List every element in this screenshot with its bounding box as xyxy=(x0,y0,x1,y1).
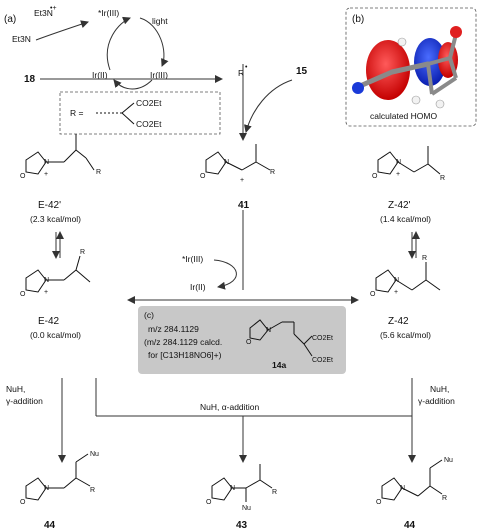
product-43: O N Nu R 43 xyxy=(206,464,277,530)
svg-text:R: R xyxy=(90,487,95,494)
iridium-iii-label: Ir(III) xyxy=(150,70,168,80)
compound-41-label: 41 xyxy=(238,200,250,211)
svg-text:O: O xyxy=(20,173,26,180)
svg-text:+: + xyxy=(44,289,48,296)
structure-z42: O N R + Z-42 (5.6 kcal/mol) xyxy=(370,255,441,340)
svg-text:R: R xyxy=(422,255,427,262)
svg-text:R: R xyxy=(442,495,447,502)
product-43-label: 43 xyxy=(236,520,248,530)
r-equals-label: R = xyxy=(70,108,84,118)
cycle-arrow-right xyxy=(139,17,169,67)
svg-text:R: R xyxy=(270,169,275,176)
structure-41: O N R + 41 xyxy=(200,144,275,211)
svg-text:O: O xyxy=(246,339,252,346)
svg-text:+: + xyxy=(394,289,398,296)
svg-text:O: O xyxy=(20,499,26,506)
r-definition-box: R = CO2Et CO2Et xyxy=(59,91,221,135)
co2et-top-label: CO2Et xyxy=(136,98,162,108)
light-label: light xyxy=(152,16,168,26)
mass-spec-box: (c) m/z 284.1129 (m/z 284.1129 calcd. fo… xyxy=(138,306,346,374)
alpha-addition-label: NuH, α-addition xyxy=(200,402,260,412)
addition-curve-arrow xyxy=(243,79,293,133)
et3n-cation-label: Et3N xyxy=(34,8,53,18)
co2et-bottom-label: CO2Et xyxy=(136,119,162,129)
product-44-right-label: 44 xyxy=(404,520,416,530)
structure-e42: O N R + E-42 (0.0 kcal/mol) xyxy=(20,249,91,340)
oxidation-curve-arrow xyxy=(213,259,237,290)
ms-co2et-top: CO2Et xyxy=(312,335,333,342)
svg-text:O: O xyxy=(200,173,206,180)
ms-co2et-bottom: CO2Et xyxy=(312,357,333,364)
cycle-arrow-bottom xyxy=(113,79,153,90)
excited-iridium-label-2: *Ir(III) xyxy=(182,254,203,264)
right-gamma-label: γ-addition xyxy=(418,396,455,406)
panel-c-label: (c) xyxy=(144,310,154,320)
amine-oxidation-arrow xyxy=(35,20,89,41)
svg-text:+: + xyxy=(396,171,400,178)
compound-14a-label: 14a xyxy=(272,360,286,370)
nitrogen-atom-sphere xyxy=(352,82,364,94)
svg-text:O: O xyxy=(372,173,378,180)
et3n-label: Et3N xyxy=(12,34,31,44)
product-44-left-label: 44 xyxy=(44,520,56,530)
left-gamma-label: γ-addition xyxy=(6,396,43,406)
ms-formula: for [C13H18NO6]+) xyxy=(148,350,222,360)
panel-a-label: (a) xyxy=(4,14,16,25)
svg-text:O: O xyxy=(206,499,212,506)
panel-b-label: (b) xyxy=(352,14,364,25)
svg-text:O: O xyxy=(376,499,382,506)
svg-text:R: R xyxy=(80,249,85,256)
cycle-arrow-left xyxy=(106,16,131,71)
z42-energy: (5.6 kcal/mol) xyxy=(380,330,431,340)
homo-panel: (b) calculated HOMO xyxy=(345,7,477,127)
radical-cation-dot: •+ xyxy=(50,5,57,12)
structure-e42-prime: O N R + E-42' (2.3 kcal/mol) xyxy=(20,134,101,224)
left-nuh-label: NuH, xyxy=(6,384,25,394)
homo-lobe-red-left xyxy=(366,40,410,100)
z42-prime-energy: (1.4 kcal/mol) xyxy=(380,214,431,224)
radical-r-label: R xyxy=(238,68,244,78)
svg-text:R: R xyxy=(96,169,101,176)
svg-text:O: O xyxy=(20,291,26,298)
excited-iridium-label: *Ir(III) xyxy=(98,8,119,18)
svg-text:+: + xyxy=(240,177,244,184)
compound-18-label: 18 xyxy=(24,74,36,85)
right-nuh-label: NuH, xyxy=(430,384,449,394)
svg-text:Nu: Nu xyxy=(444,457,453,464)
ms-calc-value: (m/z 284.1129 calcd. xyxy=(144,337,222,347)
svg-text:Nu: Nu xyxy=(242,505,251,512)
svg-text:Nu: Nu xyxy=(90,451,99,458)
iridium-ii-label-2: Ir(II) xyxy=(190,282,206,292)
e42-energy: (0.0 kcal/mol) xyxy=(30,330,81,340)
homo-caption: calculated HOMO xyxy=(370,111,437,121)
svg-text:R: R xyxy=(272,489,277,496)
svg-text:R: R xyxy=(440,175,445,182)
oxygen-atom-sphere xyxy=(450,26,462,38)
ms-found-value: m/z 284.1129 xyxy=(148,324,199,334)
e42-prime-label: E-42' xyxy=(38,200,61,211)
svg-text:N: N xyxy=(266,327,271,334)
structure-z42-prime: O N R + Z-42' (1.4 kcal/mol) xyxy=(372,146,445,224)
product-44-right: O N Nu R 44 xyxy=(376,457,453,530)
photocatalytic-cycle: Et3N •+ Et3N *Ir(III) light Ir(II) Ir(II… xyxy=(12,5,169,90)
radical-dot: • xyxy=(245,64,248,71)
e42-label: E-42 xyxy=(38,316,60,327)
svg-text:O: O xyxy=(370,291,376,298)
product-44-left: O N Nu R 44 xyxy=(20,451,99,530)
z42-prime-label: Z-42' xyxy=(388,200,411,211)
compound-15-label: 15 xyxy=(296,66,308,77)
svg-text:+: + xyxy=(44,171,48,178)
e42-prime-energy: (2.3 kcal/mol) xyxy=(30,214,81,224)
iridium-ii-label: Ir(II) xyxy=(92,70,108,80)
z42-label: Z-42 xyxy=(388,316,409,327)
